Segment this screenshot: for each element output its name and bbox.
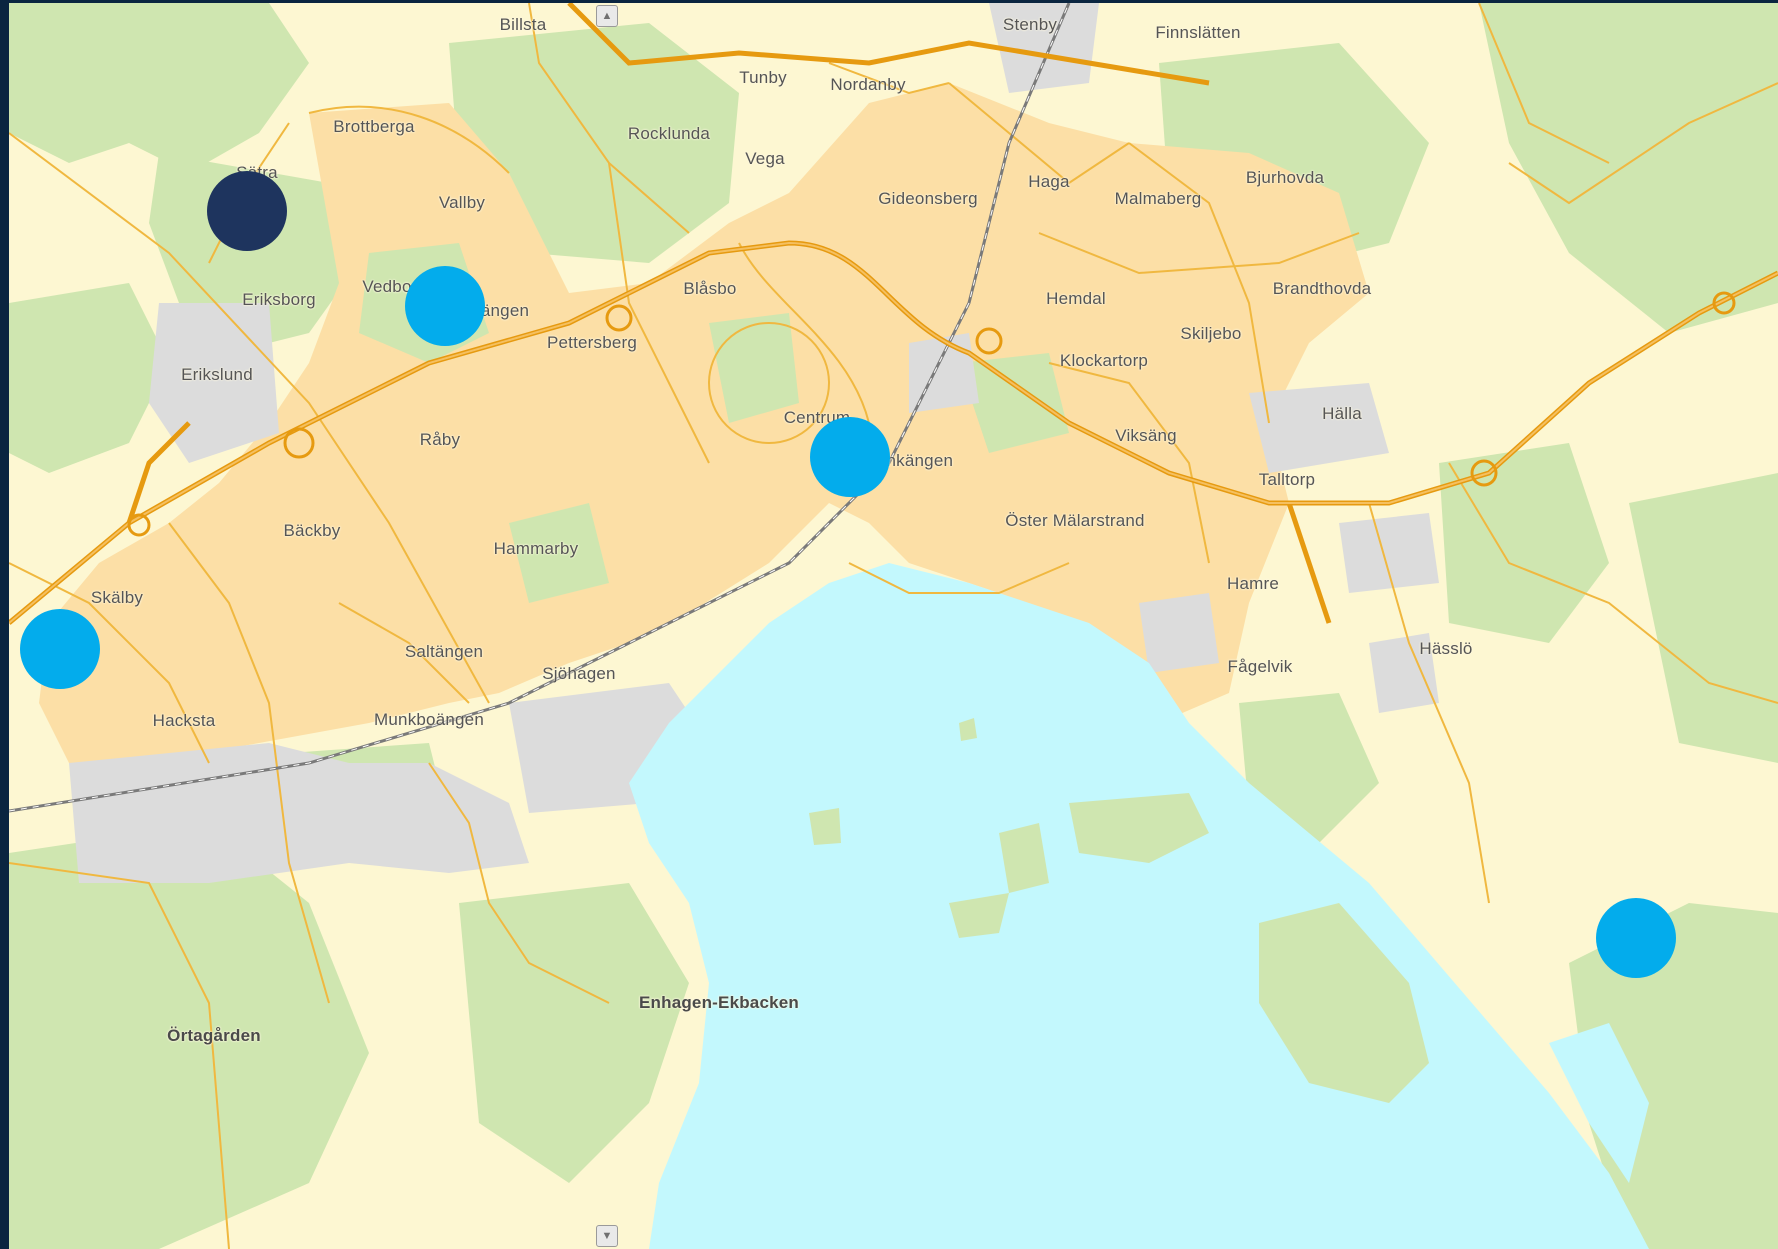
place-label-vedbo: Vedbo xyxy=(362,277,412,296)
map-scroll-up-button[interactable]: ▲ xyxy=(596,5,618,27)
minor-roads xyxy=(9,3,1778,1249)
map-basemap xyxy=(9,3,1778,1249)
industrial-areas xyxy=(69,3,1439,883)
place-label-ostermalarstrand: Öster Mälarstrand xyxy=(1005,511,1145,530)
place-label-talltorp: Talltorp xyxy=(1258,470,1316,489)
place-label-vega: Vega xyxy=(745,149,785,168)
place-label-hemdal: Hemdal xyxy=(1046,289,1106,308)
place-label-hamre: Hamre xyxy=(1226,574,1280,593)
place-label-gideonsberg: Gideonsberg xyxy=(878,189,978,208)
place-label-ortagarden: Örtagården xyxy=(167,1026,261,1045)
place-label-stenby: Stenby xyxy=(1002,15,1058,34)
place-label-sjohagen: Sjöhagen xyxy=(542,664,616,683)
major-roads-inner xyxy=(9,241,1778,624)
place-label-halla: Hälla xyxy=(1322,404,1362,423)
place-label-vallby: Vallby xyxy=(438,193,486,212)
place-label-hacksta: Hacksta xyxy=(152,711,216,730)
place-label-skiljebo: Skiljebo xyxy=(1180,324,1242,343)
map-scroll-down-button[interactable]: ▼ xyxy=(596,1225,618,1247)
place-label-eriksborg: Eriksborg xyxy=(242,290,316,309)
railway xyxy=(9,3,1071,813)
place-label-saltangen: Saltängen xyxy=(404,642,484,661)
place-label-klockartorp: Klockartorp xyxy=(1059,351,1149,370)
place-label-brandthovda: Brandthovda xyxy=(1272,279,1372,298)
place-label-hasslo: Hässlö xyxy=(1419,639,1473,658)
place-label-hammarby: Hammarby xyxy=(493,539,579,558)
map-marker-satra[interactable] xyxy=(207,171,287,251)
place-label-bjurhovda: Bjurhovda xyxy=(1245,168,1325,187)
map-marker-centrum[interactable] xyxy=(810,417,890,497)
interchanges xyxy=(127,291,1736,537)
place-label-skalby: Skälby xyxy=(90,588,144,607)
place-label-backby: Bäckby xyxy=(283,521,341,540)
place-label-blasbo: Blåsbo xyxy=(683,279,737,298)
place-label-erikslund: Erikslund xyxy=(181,365,253,384)
place-label-brottberga: Brottberga xyxy=(333,117,415,136)
place-label-nordanby: Nordanby xyxy=(830,75,906,94)
place-label-haga: Haga xyxy=(1028,172,1070,191)
place-label-malmaberg: Malmaberg xyxy=(1114,189,1202,208)
chevron-up-icon: ▲ xyxy=(601,9,613,22)
place-label-rocklunda: Rocklunda xyxy=(627,124,711,143)
map-marker-hasslo-east[interactable] xyxy=(1596,898,1676,978)
chevron-down-icon: ▼ xyxy=(601,1229,613,1242)
place-label-munkangen: unkängen xyxy=(876,451,954,470)
place-label-munkboangen: Munkboängen xyxy=(374,710,484,729)
map-marker-skalby[interactable] xyxy=(20,609,100,689)
place-label-fagelvik: Fågelvik xyxy=(1227,657,1293,676)
place-label-tunby: Tunby xyxy=(739,68,787,87)
place-label-finnslatten: Finnslätten xyxy=(1155,23,1241,42)
island-areas xyxy=(809,718,1429,1103)
place-label-angen: ängen xyxy=(480,301,530,320)
place-label-viksang: Viksäng xyxy=(1115,426,1177,445)
place-label-enhagen: Enhagen-Ekbacken xyxy=(638,993,800,1012)
place-label-raby: Råby xyxy=(419,430,461,449)
place-label-pettersberg: Pettersberg xyxy=(546,333,638,352)
map-marker-vedbo[interactable] xyxy=(405,266,485,346)
place-label-billsta: Billsta xyxy=(499,15,547,34)
